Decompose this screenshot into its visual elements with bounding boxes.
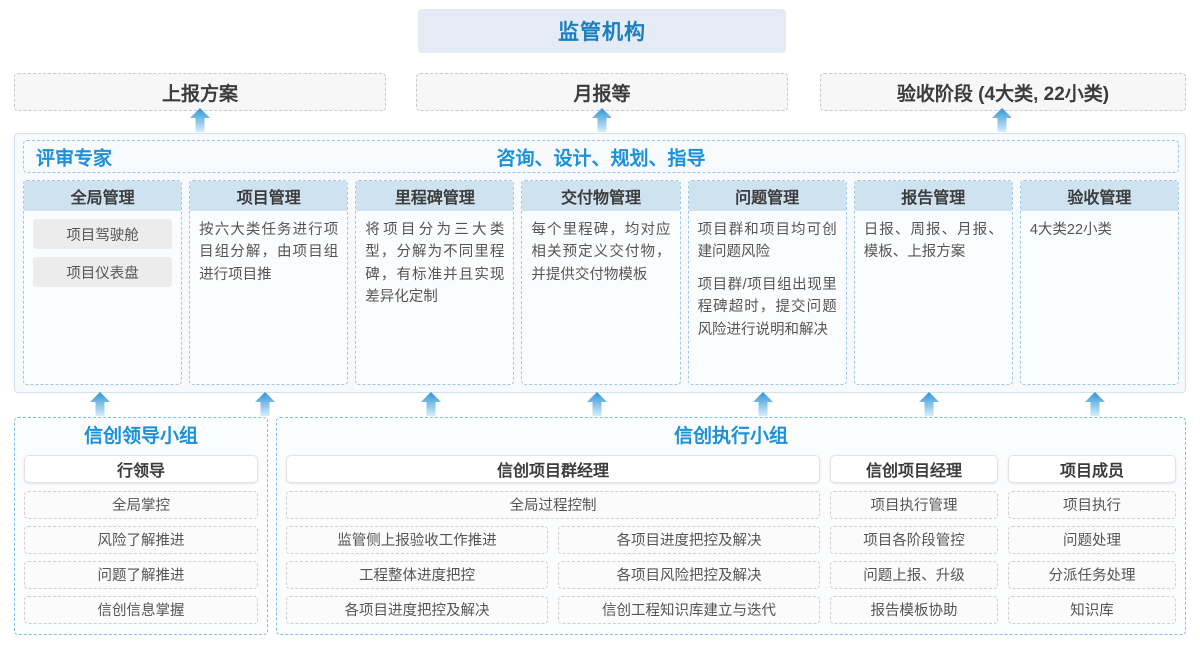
arrow-up-icon bbox=[918, 392, 940, 416]
arrow-up-icon bbox=[991, 108, 1013, 132]
column-project-management[interactable]: 项目管理 按六大类任务进行项目组分解，由项目组进行项目推 bbox=[189, 180, 349, 385]
consultancy-panel-header: 评审专家 咨询、设计、规划、指导 bbox=[23, 140, 1179, 173]
task-item[interactable]: 信创工程知识库建立与迭代 bbox=[558, 595, 820, 624]
column-paragraph: 项目群/项目组出现里程碑超时，提交问题风险进行说明和解决 bbox=[697, 276, 837, 338]
column-body: 4大类22小类 bbox=[1021, 211, 1178, 384]
task-item[interactable]: 全局过程控制 bbox=[286, 490, 820, 519]
task-item[interactable]: 报告模板协助 bbox=[830, 595, 998, 624]
leadership-group-title: 信创领导小组 bbox=[83, 426, 198, 447]
column-header: 项目管理 bbox=[190, 181, 348, 211]
management-columns: 全局管理 项目驾驶舱 项目仪表盘 项目管理 按六大类任务进行项目组分解，由项目组… bbox=[23, 180, 1179, 385]
report-box-plan: 上报方案 bbox=[14, 73, 386, 111]
task-item[interactable]: 监管侧上报验收工作推进 bbox=[286, 525, 548, 554]
task-item[interactable]: 风险了解推进 bbox=[24, 525, 258, 554]
column-header: 问题管理 bbox=[688, 181, 846, 211]
arrow-up-icon bbox=[586, 392, 608, 416]
supervisory-authority-box: 监管机构 bbox=[418, 9, 786, 53]
column-header: 全局管理 bbox=[24, 181, 182, 211]
task-item[interactable]: 问题上报、升级 bbox=[830, 560, 998, 589]
column-body: 项目群和项目均可创建问题风险 项目群/项目组出现里程碑超时，提交问题风险进行说明… bbox=[689, 211, 846, 384]
column-global-management[interactable]: 全局管理 项目驾驶舱 项目仪表盘 bbox=[23, 180, 183, 385]
leadership-column: 行领导 全局掌控 风险了解推进 问题了解推进 信创信息掌握 bbox=[24, 454, 258, 624]
column-paragraph: 将项目分为三大类型，分解为不同里程碑，有标准并且实现差异化定制 bbox=[365, 222, 505, 306]
column-header: 报告管理 bbox=[854, 181, 1012, 211]
project-member-column: 项目成员 项目执行 问题处理 分派任务处理 知识库 bbox=[1008, 454, 1176, 631]
task-item[interactable]: 项目执行管理 bbox=[830, 490, 998, 519]
execution-group: 信创执行小组 信创项目群经理 全局过程控制 监管侧上报验收工作推进 各项目进度把… bbox=[276, 417, 1186, 635]
report-box-acceptance: 验收阶段 (4大类, 22小类) bbox=[820, 73, 1186, 111]
column-paragraph: 日报、周报、月报、模板、上报方案 bbox=[863, 222, 1003, 261]
role-box[interactable]: 信创项目经理 bbox=[830, 454, 998, 483]
column-paragraph: 每个里程碑，均对应相关预定义交付物，并提供交付物模板 bbox=[531, 222, 671, 283]
task-item[interactable]: 全局掌控 bbox=[24, 490, 258, 519]
execution-group-body: 信创项目群经理 全局过程控制 监管侧上报验收工作推进 各项目进度把控及解决 工程… bbox=[277, 454, 1185, 631]
task-item[interactable]: 项目执行 bbox=[1008, 490, 1176, 519]
review-experts-label: 评审专家 bbox=[36, 148, 113, 169]
task-item[interactable]: 工程整体进度把控 bbox=[286, 560, 548, 589]
chip-item[interactable]: 项目仪表盘 bbox=[33, 257, 173, 287]
column-deliverable-management[interactable]: 交付物管理 每个里程碑，均对应相关预定义交付物，并提供交付物模板 bbox=[521, 180, 681, 385]
column-body: 每个里程碑，均对应相关预定义交付物，并提供交付物模板 bbox=[522, 211, 679, 384]
task-item[interactable]: 各项目进度把控及解决 bbox=[558, 525, 820, 554]
column-body: 日报、周报、月报、模板、上报方案 bbox=[855, 211, 1012, 384]
supervisory-authority-label: 监管机构 bbox=[558, 21, 646, 44]
task-row: 各项目进度把控及解决 信创工程知识库建立与迭代 bbox=[286, 595, 820, 631]
role-box[interactable]: 信创项目群经理 bbox=[286, 454, 820, 483]
column-paragraph: 4大类22小类 bbox=[1029, 222, 1113, 238]
arrow-up-icon bbox=[189, 108, 211, 132]
arrow-up-icon bbox=[420, 392, 442, 416]
task-item[interactable]: 问题处理 bbox=[1008, 525, 1176, 554]
leadership-group-body: 行领导 全局掌控 风险了解推进 问题了解推进 信创信息掌握 bbox=[15, 454, 267, 624]
role-box[interactable]: 行领导 bbox=[24, 454, 258, 483]
column-paragraph: 按六大类任务进行项目组分解，由项目组进行项目推 bbox=[199, 222, 339, 283]
task-item[interactable]: 项目各阶段管控 bbox=[830, 525, 998, 554]
task-item[interactable]: 分派任务处理 bbox=[1008, 560, 1176, 589]
arrow-up-icon bbox=[591, 108, 613, 132]
report-box-plan-label: 上报方案 bbox=[161, 83, 238, 105]
program-manager-column: 信创项目群经理 全局过程控制 监管侧上报验收工作推进 各项目进度把控及解决 工程… bbox=[286, 454, 820, 631]
column-header: 里程碑管理 bbox=[356, 181, 514, 211]
task-row: 监管侧上报验收工作推进 各项目进度把控及解决 bbox=[286, 525, 820, 561]
report-box-monthly-label: 月报等 bbox=[573, 83, 631, 105]
column-report-management[interactable]: 报告管理 日报、周报、月报、模板、上报方案 bbox=[853, 180, 1013, 385]
execution-group-title: 信创执行小组 bbox=[673, 426, 788, 447]
column-body: 按六大类任务进行项目组分解，由项目组进行项目推 bbox=[190, 211, 347, 384]
task-row: 工程整体进度把控 各项目风险把控及解决 bbox=[286, 560, 820, 596]
arrow-up-icon bbox=[752, 392, 774, 416]
task-item[interactable]: 问题了解推进 bbox=[24, 560, 258, 589]
arrow-up-icon bbox=[1084, 392, 1106, 416]
column-header: 交付物管理 bbox=[522, 181, 680, 211]
column-paragraph: 项目群和项目均可创建问题风险 bbox=[697, 222, 837, 261]
chip-item[interactable]: 项目驾驶舱 bbox=[33, 219, 173, 249]
task-item[interactable]: 各项目风险把控及解决 bbox=[558, 560, 820, 589]
column-header: 验收管理 bbox=[1020, 181, 1178, 211]
column-issue-management[interactable]: 问题管理 项目群和项目均可创建问题风险 项目群/项目组出现里程碑超时，提交问题风… bbox=[687, 180, 847, 385]
consultancy-panel: 评审专家 咨询、设计、规划、指导 全局管理 项目驾驶舱 项目仪表盘 项目管理 按… bbox=[14, 133, 1186, 393]
column-milestone-management[interactable]: 里程碑管理 将项目分为三大类型，分解为不同里程碑，有标准并且实现差异化定制 bbox=[355, 180, 515, 385]
report-box-acceptance-label: 验收阶段 (4大类, 22小类) bbox=[896, 83, 1110, 105]
column-body: 将项目分为三大类型，分解为不同里程碑，有标准并且实现差异化定制 bbox=[356, 211, 513, 384]
column-acceptance-management[interactable]: 验收管理 4大类22小类 bbox=[1019, 180, 1179, 385]
report-box-monthly: 月报等 bbox=[416, 73, 788, 111]
arrow-up-icon bbox=[254, 392, 276, 416]
role-box[interactable]: 项目成员 bbox=[1008, 454, 1176, 483]
task-item[interactable]: 信创信息掌握 bbox=[24, 595, 258, 624]
column-body: 项目驾驶舱 项目仪表盘 bbox=[24, 211, 181, 384]
leadership-group: 信创领导小组 行领导 全局掌控 风险了解推进 问题了解推进 信创信息掌握 bbox=[14, 417, 268, 635]
consultancy-services-label: 咨询、设计、规划、指导 bbox=[496, 148, 706, 169]
task-item[interactable]: 知识库 bbox=[1008, 595, 1176, 624]
task-item[interactable]: 各项目进度把控及解决 bbox=[286, 595, 548, 624]
arrow-up-icon bbox=[89, 392, 111, 416]
project-manager-column: 信创项目经理 项目执行管理 项目各阶段管控 问题上报、升级 报告模板协助 bbox=[830, 454, 998, 631]
